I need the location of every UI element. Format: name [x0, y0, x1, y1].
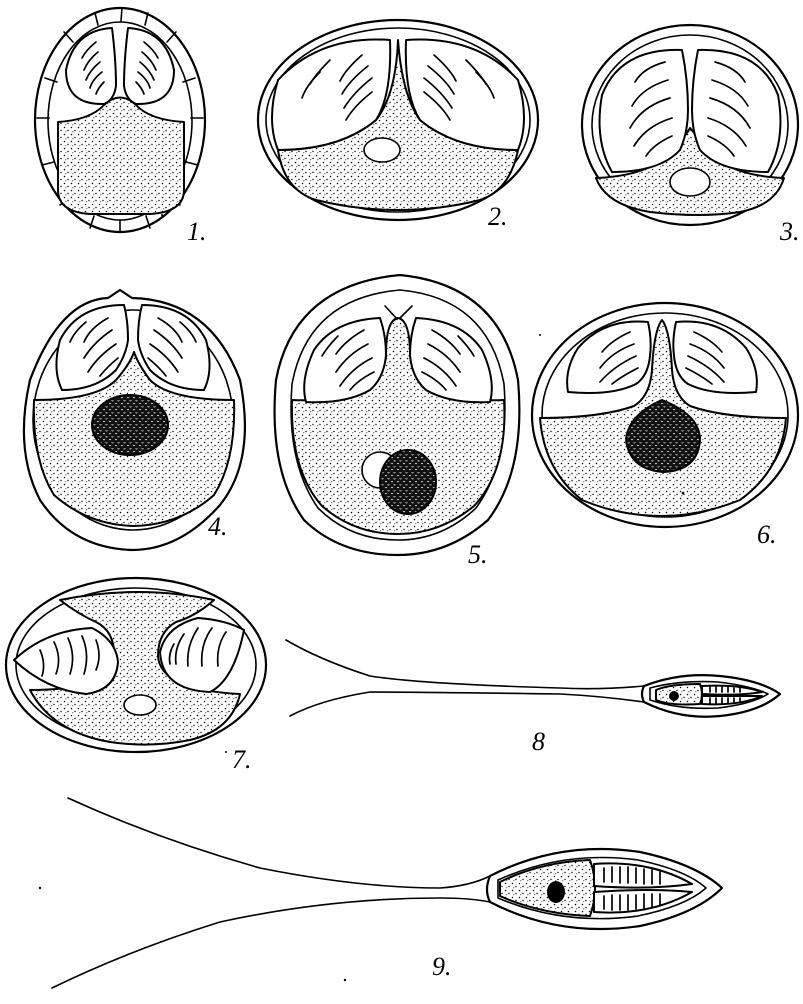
polar-capsule-upper — [702, 686, 762, 695]
polar-capsule-left — [14, 628, 118, 694]
sporoplasm — [58, 98, 184, 215]
nucleus — [670, 168, 710, 196]
sporoplasm — [500, 860, 595, 916]
nucleus — [380, 450, 436, 514]
polar-capsule-right — [673, 322, 757, 393]
caudal-appendage-upper — [68, 798, 490, 888]
caudal-appendage-lower — [52, 898, 490, 988]
polar-capsule-lower — [702, 696, 762, 704]
figure-7: 7. — [6, 578, 266, 774]
polar-capsule-lower — [594, 890, 692, 913]
nucleus — [669, 691, 679, 701]
nucleus — [364, 138, 400, 162]
figure-5: 5. — [275, 275, 520, 569]
figure-label: 7. — [232, 745, 252, 774]
nucleus — [547, 881, 565, 903]
figure-2: 2. — [258, 20, 538, 231]
figure-label: 3. — [779, 217, 800, 246]
figure-label: 5. — [468, 540, 488, 569]
figure-label: 9. — [432, 952, 452, 981]
nucleus — [92, 395, 168, 455]
sporoplasm — [656, 684, 702, 705]
polar-capsule-right — [124, 28, 174, 104]
caudal-appendage-lower — [290, 692, 644, 716]
figure-8: 8 — [286, 640, 780, 756]
figure-1: 1. — [35, 8, 207, 246]
figure-label: 8 — [532, 727, 545, 756]
polar-capsule-left — [66, 28, 116, 104]
figure-label: 1. — [187, 217, 207, 246]
nucleus — [124, 695, 156, 715]
polar-capsule-upper — [594, 863, 692, 887]
figure-label: 2. — [488, 202, 508, 231]
figure-9: 9. — [52, 798, 722, 988]
figure-label: 6. — [757, 520, 777, 549]
caudal-appendage-upper — [286, 640, 644, 689]
figure-label: 4. — [208, 512, 228, 541]
figure-6: 6. — [532, 303, 798, 549]
figure-3: 3. — [582, 25, 800, 246]
figure-4: 4. — [24, 290, 245, 550]
polar-capsule-left — [567, 322, 651, 393]
